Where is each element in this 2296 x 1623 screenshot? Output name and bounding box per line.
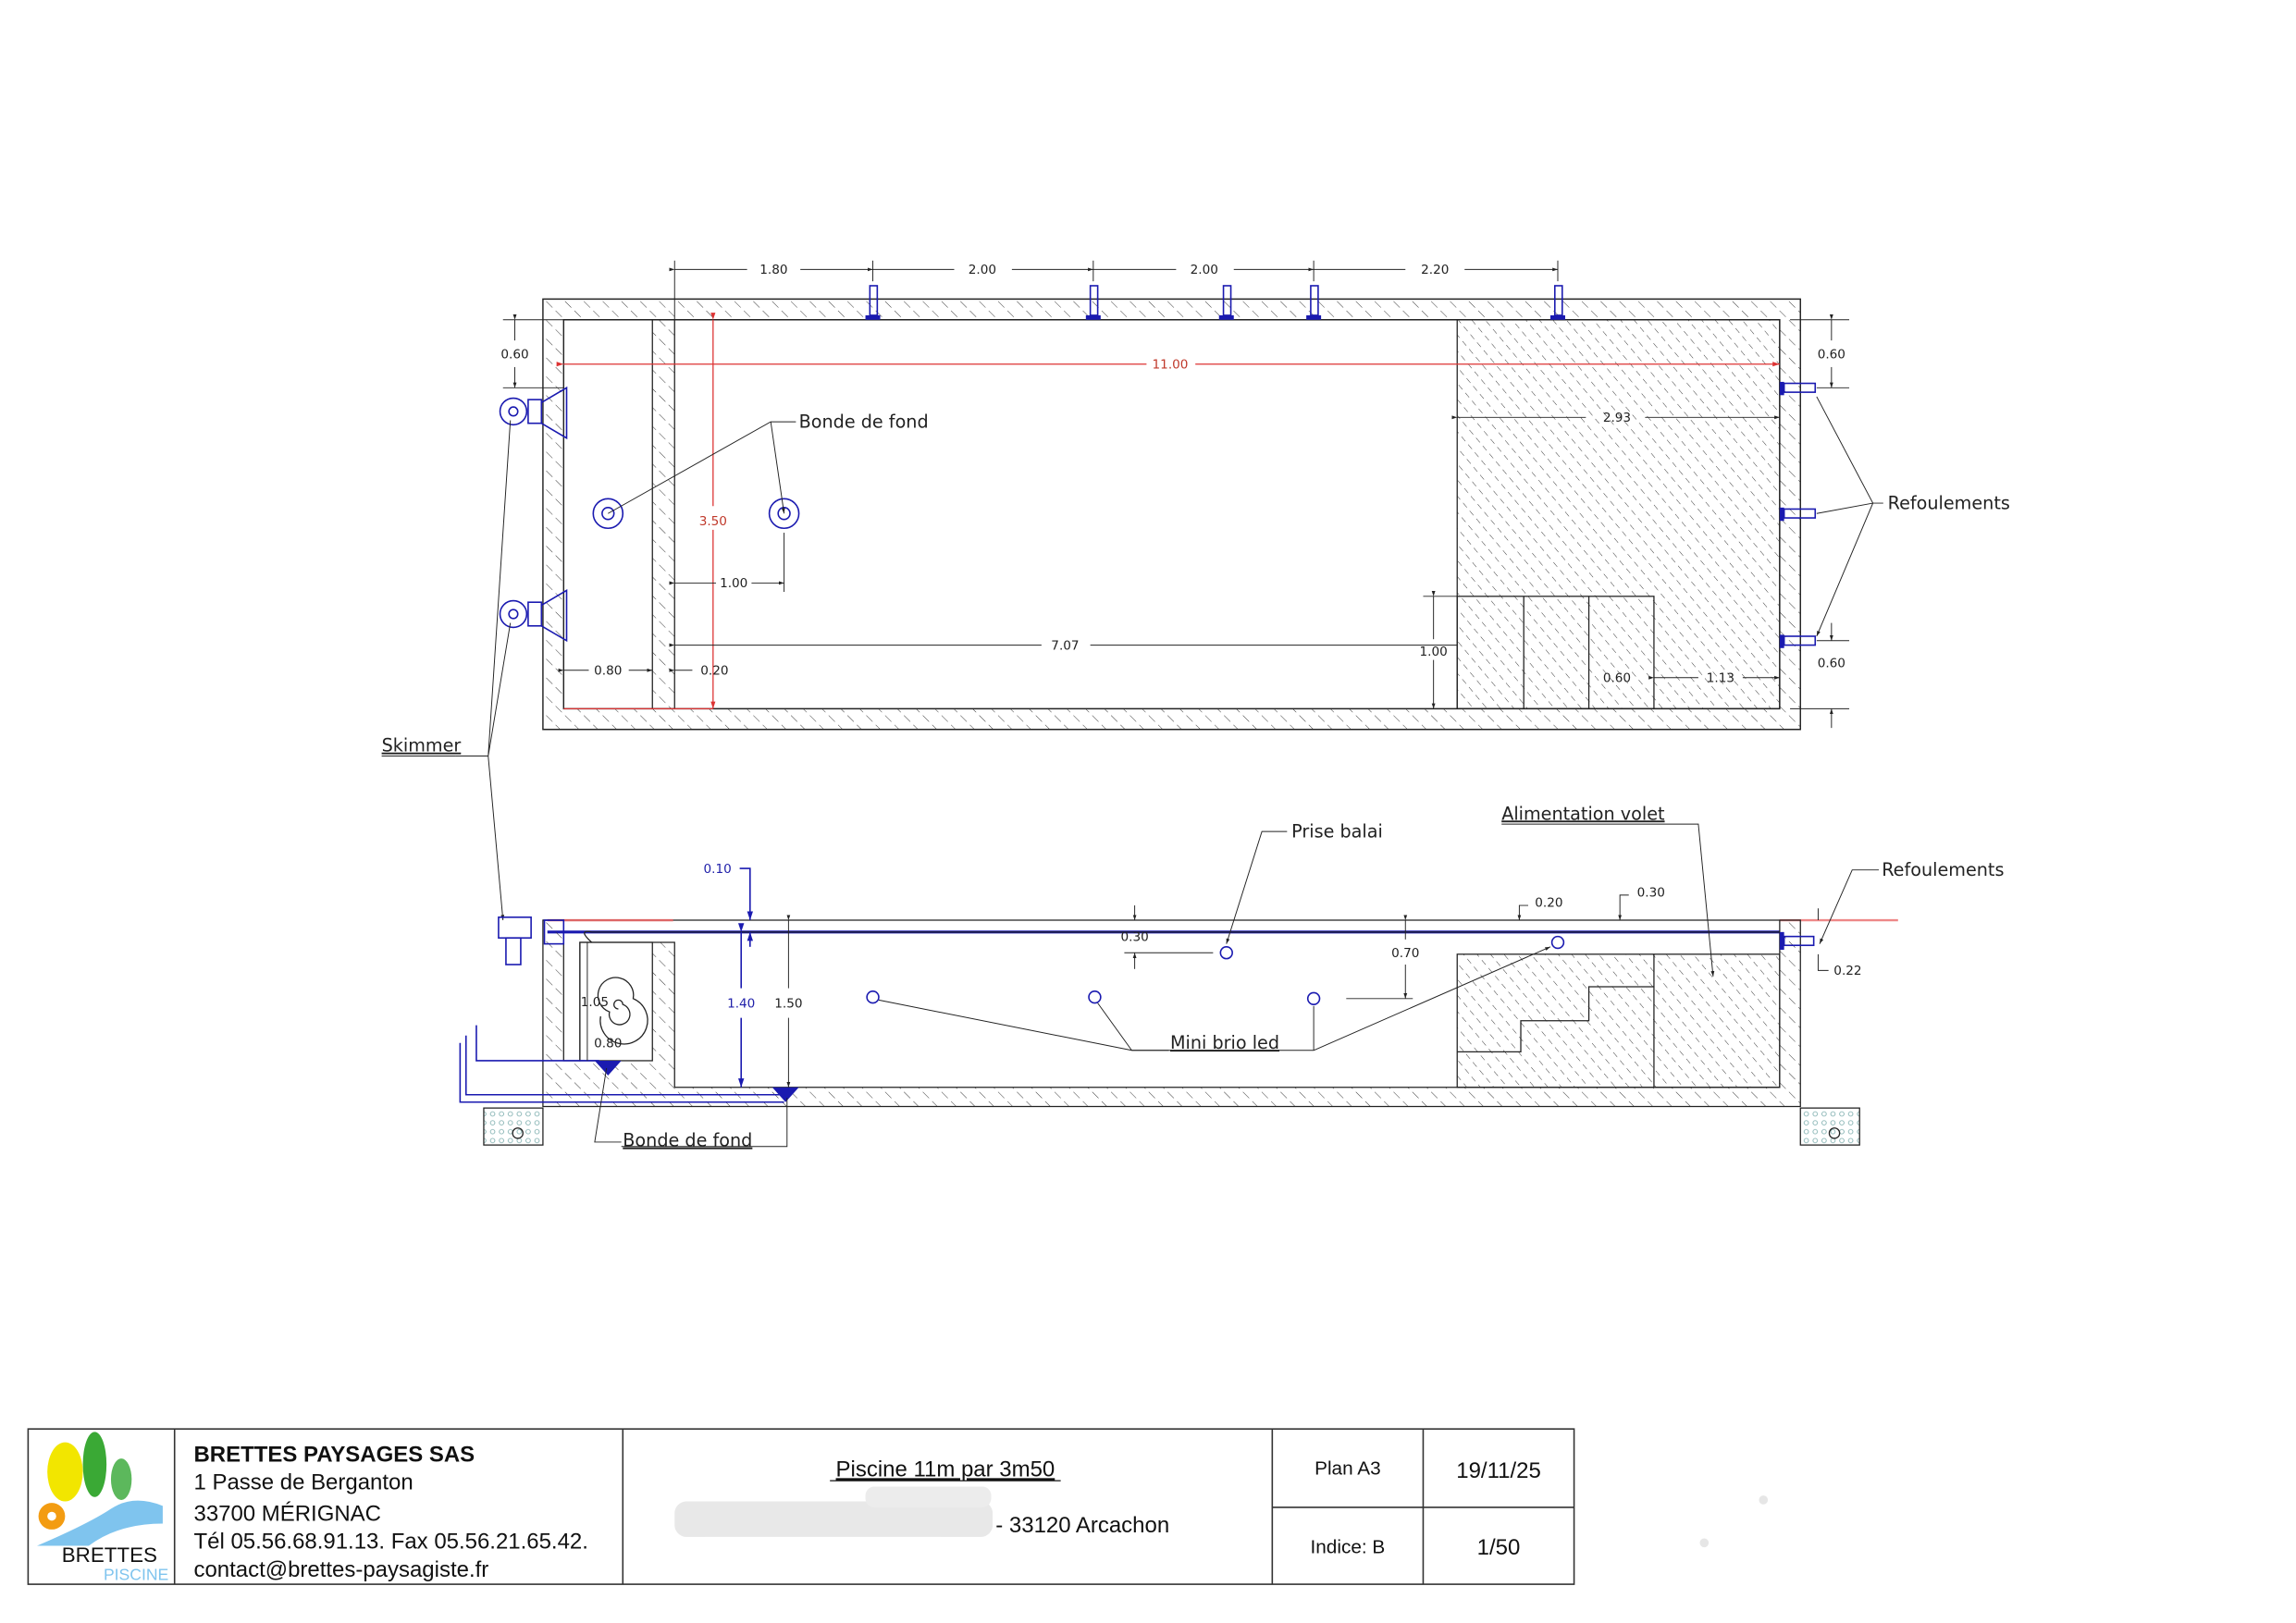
dim-step-side: 1.13 <box>1707 671 1734 686</box>
plan-steps-zone <box>1456 319 1781 709</box>
volet-roll-icon <box>597 977 648 1045</box>
dim-length: 11.00 <box>1153 358 1189 373</box>
dim-2-00-b: 2.00 <box>1191 263 1218 277</box>
logo-text-brettes: BRETTES <box>62 1543 157 1567</box>
company-name: BRETTES PAYSAGES SAS <box>193 1442 475 1467</box>
plan-pit-wall <box>651 319 675 709</box>
label-skimmer: Skimmer <box>382 735 462 756</box>
plan-index: Indice: B <box>1310 1537 1385 1558</box>
dim-0-30-a: 0.30 <box>1120 929 1148 944</box>
bonde-de-fond-section-icon <box>594 1060 622 1076</box>
logo-text-piscine: PISCINE <box>104 1565 168 1583</box>
bonde-de-fond-section-icon <box>772 1087 799 1102</box>
title-block: BRETTES PISCINE BRETTES PAYSAGES SAS 1 P… <box>27 1428 1575 1585</box>
dim-1-40: 1.40 <box>727 996 755 1011</box>
redacted-address <box>674 1486 994 1537</box>
nozzle-icon <box>1218 285 1234 320</box>
refoulement-section-icon <box>1779 931 1815 951</box>
label-refoulements-section: Refoulements <box>1882 859 2004 880</box>
led-light-icon <box>1550 935 1565 950</box>
dim-0-80: 0.80 <box>594 1037 622 1051</box>
plan-view: 1.80 2.00 2.00 2.20 11.00 3.50 Bonde de … <box>381 260 2010 920</box>
plan-scale: 1/50 <box>1477 1535 1521 1560</box>
dim-bonde-spacing: 1.00 <box>720 576 747 591</box>
brettes-logo: BRETTES PISCINE <box>36 1432 168 1583</box>
label-prise-balai: Prise balai <box>1291 820 1383 842</box>
company-address-1: 1 Passe de Berganton <box>193 1470 413 1495</box>
refoulement-icon <box>1779 381 1817 396</box>
nozzle-icon <box>1085 285 1101 320</box>
project-location: - 33120 Arcachon <box>995 1513 1169 1538</box>
dim-step-tread: 0.60 <box>1603 671 1631 686</box>
section-view: 0.10 1.40 1.50 1.05 0.80 0.30 0.70 0.20 … <box>459 803 2004 1151</box>
label-bonde-de-fond-section: Bonde de fond <box>623 1130 752 1151</box>
suction-pipes <box>459 1025 784 1103</box>
footing-left <box>483 1107 544 1146</box>
dim-right-offset-bottom: 0.60 <box>1818 657 1845 671</box>
dim-2-20: 2.20 <box>1421 263 1449 277</box>
dim-to-steps: 7.07 <box>1051 638 1079 653</box>
wall-nozzles <box>865 285 1565 320</box>
skimmer-icon <box>499 589 568 643</box>
dim-wall-thickness: 0.20 <box>700 664 728 679</box>
led-light-icon <box>866 990 880 1004</box>
company-address-2: 33700 MÉRIGNAC <box>193 1501 380 1526</box>
dim-right-offset-top: 0.60 <box>1818 347 1845 362</box>
dim-left-offset: 0.60 <box>500 347 528 362</box>
plan-steps <box>1456 596 1655 709</box>
dim-1-50: 1.50 <box>774 996 802 1011</box>
footing-right <box>1799 1107 1860 1146</box>
company-email: contact@brettes-paysagiste.fr <box>193 1557 488 1582</box>
dim-1-80: 1.80 <box>759 263 787 277</box>
label-refoulements-plan: Refoulements <box>1888 492 2010 513</box>
label-alimentation-volet: Alimentation volet <box>1501 803 1665 824</box>
section-steps-block <box>1456 953 1781 1088</box>
skimmer-section-icon <box>498 916 565 965</box>
dim-width: 3.50 <box>699 514 727 529</box>
nozzle-icon <box>865 285 881 320</box>
company-phone: Tél 05.56.68.91.13. Fax 05.56.21.65.42. <box>193 1530 587 1555</box>
label-bonde-de-fond: Bonde de fond <box>799 412 929 433</box>
dim-1-05: 1.05 <box>581 995 609 1010</box>
dim-steps-width: 2.93 <box>1603 411 1631 425</box>
skimmer-icon <box>499 386 568 440</box>
refoulement-icon <box>1779 507 1817 522</box>
dim-2-00-a: 2.00 <box>969 263 996 277</box>
plan-date: 19/11/25 <box>1456 1458 1541 1483</box>
top-dimension-chain: 1.80 2.00 2.00 2.20 <box>669 260 1559 320</box>
faint-mark <box>1759 1495 1769 1505</box>
faint-mark <box>1699 1538 1710 1548</box>
dim-0-10: 0.10 <box>704 862 732 877</box>
dim-0-30-b: 0.30 <box>1637 885 1665 900</box>
section-steps <box>1457 953 1655 1088</box>
dim-pit-width: 0.80 <box>594 664 622 679</box>
bonde-de-fond-icon <box>592 498 624 530</box>
dim-0-20: 0.20 <box>1535 896 1562 911</box>
dim-0-70: 0.70 <box>1391 946 1419 961</box>
dim-0-22: 0.22 <box>1833 964 1861 978</box>
led-light-icon <box>1088 990 1102 1004</box>
nozzle-icon <box>1306 285 1322 320</box>
dim-steps-depth: 1.00 <box>1420 645 1448 659</box>
led-light-icon <box>1306 991 1321 1005</box>
label-mini-brio-led: Mini brio led <box>1170 1032 1279 1053</box>
project-title: Piscine 11m par 3m50 <box>836 1457 1055 1482</box>
prise-balai-icon <box>1219 946 1233 960</box>
plan-format: Plan A3 <box>1315 1458 1381 1480</box>
nozzle-icon <box>1549 285 1565 320</box>
